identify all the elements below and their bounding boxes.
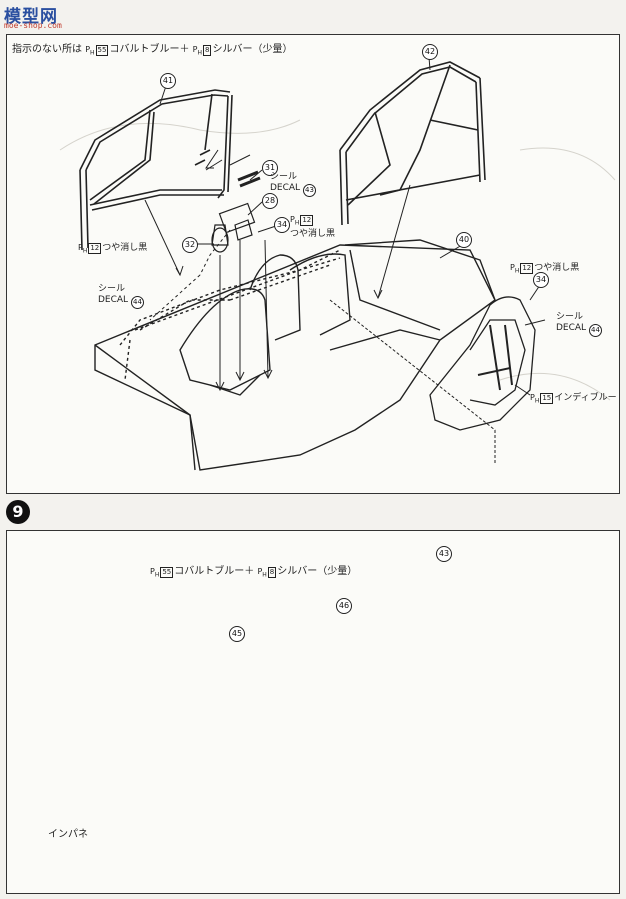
decal-text: DECAL (270, 183, 301, 193)
part-number-43: 43 (436, 546, 452, 562)
paint-code-1: 55 (95, 45, 109, 56)
part-number-28: 28 (262, 193, 278, 209)
matte-black-text-3: つや消し黒 (534, 263, 580, 273)
paint-color-2: シルバー（少量） (212, 44, 293, 55)
dashboard-label: インパネ (48, 829, 88, 840)
roll-cage-41 (79, 89, 233, 251)
seal-text: シール (98, 284, 126, 294)
decal-43-label: シール DECAL 43 (270, 172, 316, 197)
car-tub-top (94, 239, 496, 471)
decal-44b-label: シール DECAL 44 (556, 312, 602, 337)
paint-code-matte-1: 12 (88, 243, 102, 254)
part-number-42: 42 (422, 44, 438, 60)
decal-text: DECAL (556, 323, 587, 333)
part-number-46: 46 (336, 598, 352, 614)
part-number-32: 32 (182, 237, 198, 253)
indigo-blue-text: インディブルー (554, 393, 617, 403)
seal-text: シール (270, 172, 298, 182)
part-number-41: 41 (160, 73, 176, 89)
decal-text: DECAL (98, 295, 129, 305)
part-number-40: 40 (456, 232, 472, 248)
seal-text: シール (556, 312, 584, 322)
part-number-34b: 34 (533, 272, 549, 288)
decal-number-43: 43 (302, 184, 316, 197)
paint-code-matte-3: 12 (520, 263, 534, 274)
paint-color-1: コバルトブルー＋ (109, 44, 190, 55)
seat-34 (429, 296, 536, 431)
watermark-url: moe-shop.com (4, 21, 62, 30)
decal-number-44: 44 (130, 296, 144, 309)
top-arrows (144, 56, 546, 465)
paint-code-2: 8 (202, 45, 212, 56)
paint-code-2: 8 (267, 567, 277, 578)
part-number-34a: 34 (274, 217, 290, 233)
paint-code-matte-2: 12 (300, 215, 314, 226)
decal-number-44b: 44 (588, 324, 602, 337)
matte-black-text-1: つや消し黒 (102, 243, 148, 253)
roll-cage-42 (339, 61, 486, 226)
paint-color-2: シルバー（少量） (277, 566, 358, 577)
matte-black-text-2: つや消し黒 (290, 228, 336, 239)
assembly-panel-top (6, 34, 620, 494)
paint-color-1: コバルトブルー＋ (174, 566, 255, 577)
watermark-logo: 模型网 moe-shop.com (4, 2, 74, 32)
note-prefix: 指示のない所は (12, 44, 82, 55)
decal-44-label: シール DECAL 44 (98, 284, 144, 309)
shifter-parts (211, 170, 261, 253)
watermark-brand: 模型网 (4, 7, 58, 27)
paint-code-1: 55 (160, 567, 174, 578)
step-number-badge: 9 (6, 500, 30, 524)
part-number-45: 45 (229, 626, 245, 642)
assembly-panel-bottom (6, 530, 620, 894)
part-number-31: 31 (262, 160, 278, 176)
paint-code-indigo: 15 (540, 393, 554, 404)
